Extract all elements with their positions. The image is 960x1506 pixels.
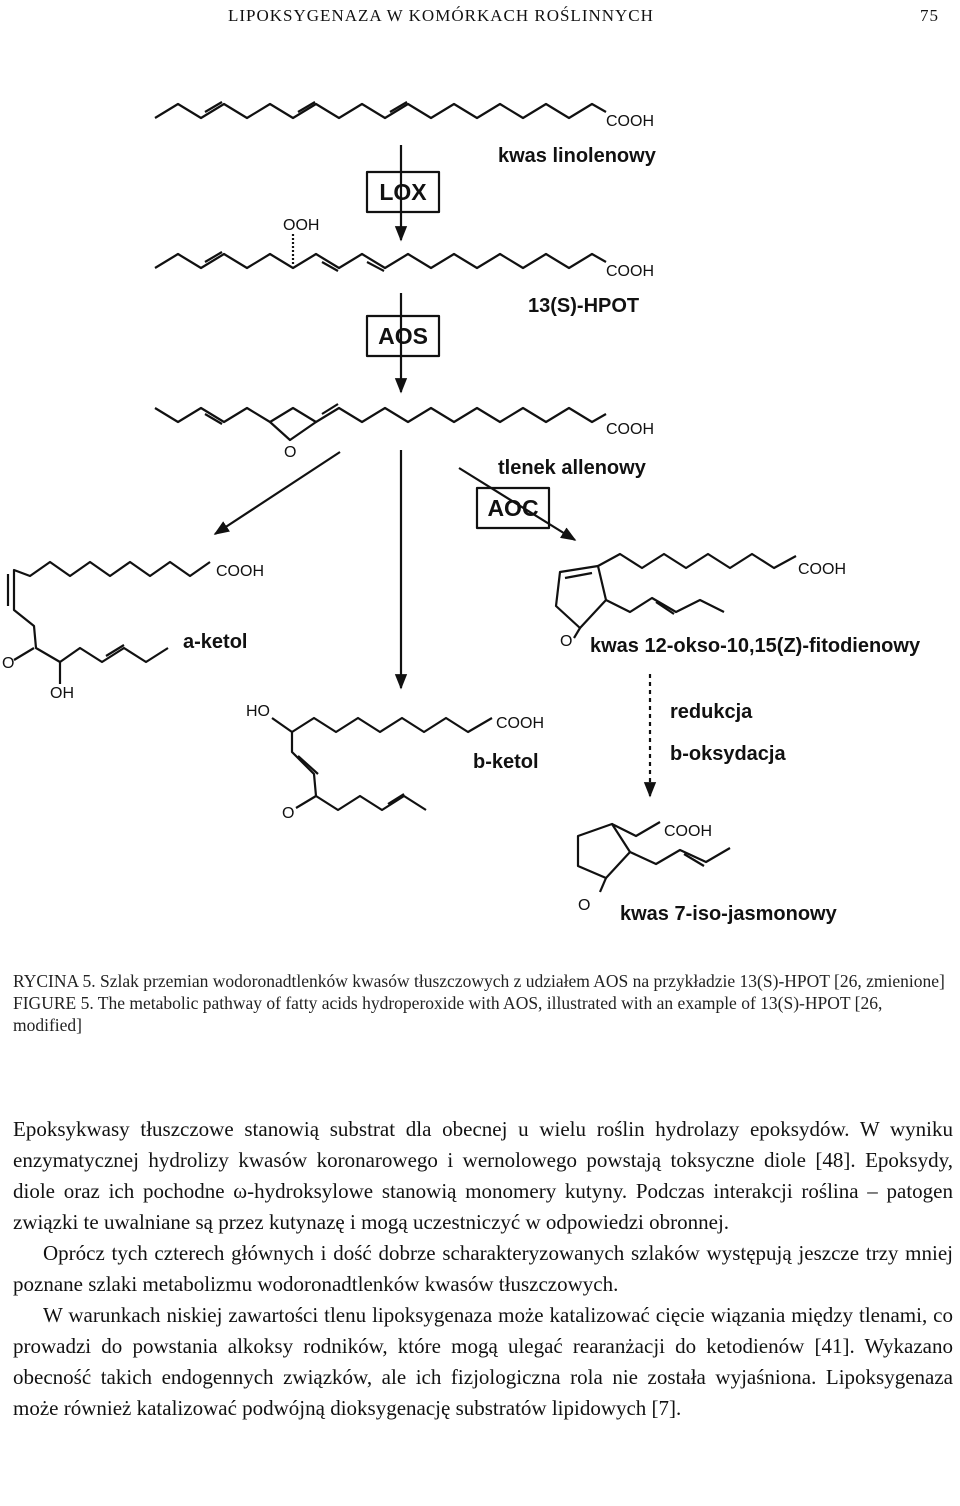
opda-label: kwas 12-okso-10,15(Z)-fitodienowy xyxy=(590,635,921,657)
beta-ketol-structure xyxy=(271,717,427,812)
arrow-to-alpha-ketol xyxy=(213,451,341,535)
cooh-hpot: COOH xyxy=(606,263,654,280)
cooh-linolenic: COOH xyxy=(606,113,654,130)
jasmonate-pathway-diagram: LOX AOS AOC kwas linolenowy 13(S)-HPOT t… xyxy=(2,101,921,925)
keto-oxygen-beta: O xyxy=(282,805,294,822)
cooh-alpha-ketol: COOH xyxy=(216,563,264,580)
oh-alpha-ketol: OH xyxy=(50,685,74,702)
alpha-ketol-label: a-ketol xyxy=(183,631,247,653)
aoc-box xyxy=(475,486,551,530)
linolenic-acid-label: kwas linolenowy xyxy=(498,145,657,167)
reduction-label: redukcja xyxy=(670,701,753,723)
jasmonic-ring xyxy=(576,822,632,880)
cooh-allene-oxide: COOH xyxy=(606,421,654,438)
caption-polish: RYCINA 5. Szlak przemian wodoronadtlenkó… xyxy=(13,971,945,991)
epoxide-oxygen: O xyxy=(284,444,296,461)
running-title: LIPOKSYGENAZA W KOMÓRKACH ROŚLINNYCH xyxy=(228,6,654,25)
lox-label: LOX xyxy=(379,179,427,205)
opda-ring xyxy=(554,564,608,630)
cooh-beta-ketol: COOH xyxy=(496,715,544,732)
paragraph-1: Epoksykwasy tłuszczowe stanowią substrat… xyxy=(13,1117,953,1234)
paragraph-2: Oprócz tych czterech głównych i dość dob… xyxy=(13,1241,953,1296)
cooh-jasmonic: COOH xyxy=(664,823,712,840)
allene-oxide-label: tlenek allenowy xyxy=(498,457,647,479)
cooh-opda: COOH xyxy=(798,561,846,578)
figure-caption: RYCINA 5. Szlak przemian wodoronadtlenkó… xyxy=(13,970,953,1036)
hpot-chain xyxy=(154,252,607,270)
hpot-label: 13(S)-HPOT xyxy=(528,295,639,317)
lox-box xyxy=(365,170,441,214)
beta-oxidation-label: b-oksydacja xyxy=(670,743,786,765)
running-header: LIPOKSYGENAZA W KOMÓRKACH ROŚLINNYCH 75 xyxy=(0,6,960,30)
body-text: Epoksykwasy tłuszczowe stanowią substrat… xyxy=(13,1114,953,1424)
caption-english: FIGURE 5. The metabolic pathway of fatty… xyxy=(13,993,883,1035)
paragraph-3: W warunkach niskiej zawartości tlenu lip… xyxy=(13,1303,953,1420)
keto-oxygen-jasmonic: O xyxy=(578,897,590,914)
alpha-ketol-structure xyxy=(12,560,211,664)
ho-beta-ketol: HO xyxy=(246,703,270,720)
aos-box xyxy=(365,314,441,358)
aoc-label: AOC xyxy=(487,495,538,521)
jasmonic-acid-label: kwas 7-iso-jasmonowy xyxy=(620,903,838,925)
keto-oxygen-alpha: O xyxy=(2,655,14,672)
allene-oxide-chain xyxy=(154,406,607,424)
keto-oxygen-opda: O xyxy=(560,633,572,650)
arrow-to-opda xyxy=(458,467,577,541)
ooh-hpot: OOH xyxy=(283,217,319,234)
beta-ketol-label: b-ketol xyxy=(473,751,539,773)
page-number: 75 xyxy=(920,6,939,25)
aos-label: AOS xyxy=(378,323,428,349)
linolenic-acid-chain xyxy=(154,102,607,120)
